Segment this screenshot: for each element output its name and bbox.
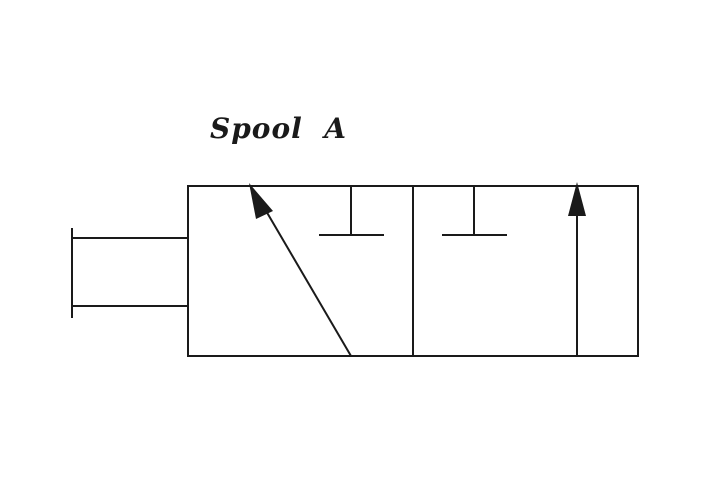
- spool-label: Spool A: [210, 112, 348, 145]
- valve-strokes: [71, 185, 639, 357]
- left-flow-arrowhead: [249, 183, 273, 219]
- right-flow-arrowhead: [568, 182, 586, 216]
- left-flow-path: [261, 203, 352, 357]
